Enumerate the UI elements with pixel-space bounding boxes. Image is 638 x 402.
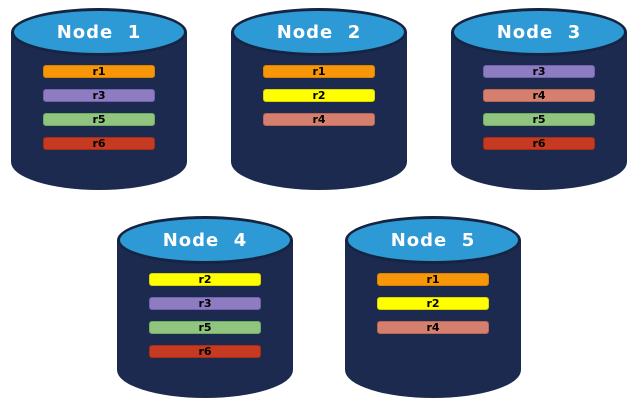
replica-bar-list: r1 r3 r5 r6 [43,65,155,150]
replica-bar-r6: r6 [483,137,595,150]
node-cylinder-1: Node 1 r1 r3 r5 r6 [11,8,187,190]
replica-bar-r4: r4 [263,113,375,126]
replica-bar-r6: r6 [43,137,155,150]
replica-bar-r1: r1 [263,65,375,78]
replica-bar-r4: r4 [377,321,489,334]
replica-bar-r5: r5 [149,321,261,334]
node-title: Node 4 [162,229,248,251]
cylinder-top-ellipse: Node 4 [117,216,293,264]
replica-bar-r5: r5 [483,113,595,126]
node-cylinder-5: Node 5 r1 r2 r4 [345,216,521,398]
cylinder-body [231,32,407,190]
cylinder-top-ellipse: Node 2 [231,8,407,56]
replica-bar-r5: r5 [43,113,155,126]
cylinder-body [345,240,521,398]
cylinder-top-ellipse: Node 3 [451,8,627,56]
replica-bar-r3: r3 [483,65,595,78]
node-cylinder-2: Node 2 r1 r2 r4 [231,8,407,190]
node-row-bottom: Node 4 r2 r3 r5 r6 Node 5 r1 r2 r4 [0,190,638,398]
node-cylinder-3: Node 3 r3 r4 r5 r6 [451,8,627,190]
replica-bar-r6: r6 [149,345,261,358]
node-title: Node 5 [390,229,476,251]
replica-bar-r3: r3 [43,89,155,102]
cylinder-body [117,240,293,398]
replica-bar-r2: r2 [149,273,261,286]
replica-bar-list: r1 r2 r4 [377,273,489,334]
cylinder-top-ellipse: Node 5 [345,216,521,264]
replica-bar-r1: r1 [377,273,489,286]
node-title: Node 3 [496,21,582,43]
cylinder-body [451,32,627,190]
cylinder-body [11,32,187,190]
cylinder-top-ellipse: Node 1 [11,8,187,56]
replica-bar-r3: r3 [149,297,261,310]
replica-bar-r1: r1 [43,65,155,78]
replica-bar-list: r1 r2 r4 [263,65,375,126]
replica-bar-r2: r2 [263,89,375,102]
replica-bar-list: r2 r3 r5 r6 [149,273,261,358]
replica-bar-r4: r4 [483,89,595,102]
node-cylinder-4: Node 4 r2 r3 r5 r6 [117,216,293,398]
node-title: Node 1 [56,21,142,43]
replica-bar-list: r3 r4 r5 r6 [483,65,595,150]
replica-bar-r2: r2 [377,297,489,310]
node-title: Node 2 [276,21,362,43]
